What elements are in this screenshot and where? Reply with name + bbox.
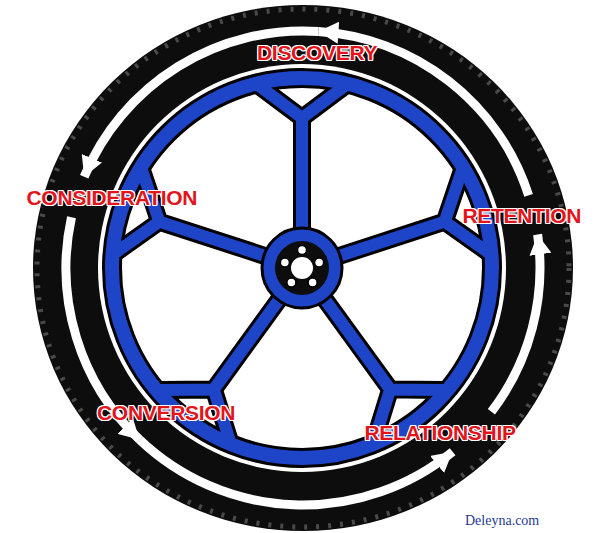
stage-label-box: RETENTION [458,198,587,233]
spokes [117,87,488,440]
stage-text: CONSIDERATION [27,185,198,210]
tire [33,5,573,531]
stage-text: RELATIONSHIP [365,420,516,445]
lug-nuts [280,246,323,288]
stage-text: CONVERSION [97,400,235,425]
stage-label-box: DISCOVERY [252,35,382,70]
rim-gap [98,64,506,472]
hub [262,228,342,308]
watermark: Deleyna.com [465,512,539,529]
flow-arrow [140,440,453,505]
stage-label-box: CONVERSION [92,395,240,430]
stage-text: DISCOVERY [257,40,377,65]
stage-label-box: CONSIDERATION [22,180,203,215]
flow-arrow [491,235,540,412]
stage-label-box: RELATIONSHIP [360,415,521,450]
hub-center [275,241,329,295]
tire-tread [37,9,569,527]
axle-hole [291,257,313,279]
stage-text: RETENTION [463,203,582,228]
